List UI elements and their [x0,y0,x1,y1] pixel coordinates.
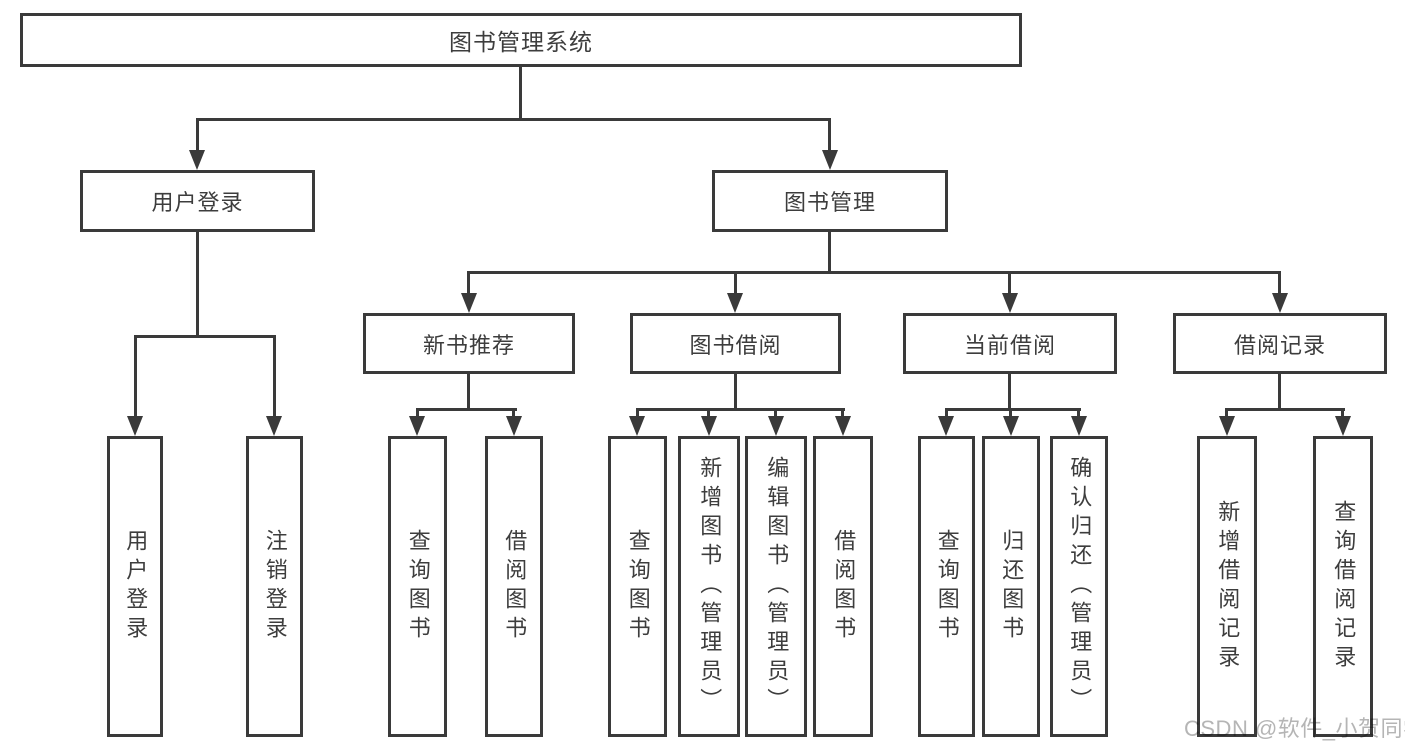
arrow-down-icon [835,416,851,436]
arrow-down-icon [1335,416,1351,436]
arrow-down-icon [189,150,205,170]
leaf-label: 借阅图书 [502,528,528,645]
csdn-watermark: CSDN @软件_小贺同学 [1184,716,1405,741]
connector-user-login-splitter [134,335,276,338]
leaf-logout: 注销登录 [246,436,303,737]
leaf-edit-books-admin: 编辑图书（管理员） [745,436,807,737]
leaf-borrow-books: 借阅图书 [813,436,873,737]
leaf-label: 新增借阅记录 [1215,499,1241,674]
leaf-query-books: 查询图书 [918,436,975,737]
connector-stem [734,374,737,408]
connector-drop [1077,408,1080,418]
node-book-borrow: 图书借阅 [630,313,841,374]
node-book-management: 图书管理 [712,170,948,232]
connector-drop [512,408,515,418]
connector-drop [774,408,777,418]
connector-drop [1009,408,1012,418]
leaf-query-books: 查询图书 [608,436,667,737]
connector-book-mgmt-stem [828,232,831,273]
leaf-label: 查询借阅记录 [1331,499,1357,674]
connector-splitter [1225,408,1345,411]
leaf-query-borrow-record: 查询借阅记录 [1313,436,1373,737]
connector-root-stem [519,67,522,118]
node-root-library-system: 图书管理系统 [20,13,1022,67]
arrow-down-icon [938,416,954,436]
leaf-label: 查询图书 [625,528,651,645]
arrow-down-icon [727,293,743,313]
arrow-down-icon [629,416,645,436]
node-user-login: 用户登录 [80,170,315,232]
connector-splitter [945,408,1081,411]
arrow-down-icon [768,416,784,436]
connector-drop [134,335,137,418]
leaf-label: 注销登录 [262,528,288,645]
arrow-down-icon [127,416,143,436]
connector-stem [467,374,470,408]
leaf-label: 归还图书 [999,528,1025,645]
connector-drop [945,408,948,418]
connector-drop [1008,271,1011,295]
arrow-down-icon [506,416,522,436]
connector-drop [734,271,737,295]
node-current-borrow: 当前借阅 [903,313,1117,374]
arrow-down-icon [1002,293,1018,313]
leaf-confirm-return-admin: 确认归还（管理员） [1050,436,1108,737]
connector-drop [1341,408,1344,418]
connector-book-mgmt-splitter [467,271,1280,274]
arrow-down-icon [266,416,282,436]
arrow-down-icon [461,293,477,313]
connector-user-login-stem [196,232,199,335]
arrow-down-icon [409,416,425,436]
connector-drop [636,408,639,418]
node-new-book-recommend: 新书推荐 [363,313,575,374]
leaf-borrow-books: 借阅图书 [485,436,543,737]
connector-drop [1278,271,1281,295]
leaf-add-borrow-record: 新增借阅记录 [1197,436,1257,737]
leaf-return-books: 归还图书 [982,436,1040,737]
arrow-down-icon [1003,416,1019,436]
leaf-label: 用户登录 [123,528,149,645]
node-borrow-records: 借阅记录 [1173,313,1387,374]
connector-splitter [636,408,845,411]
leaf-label: 查询图书 [405,528,431,645]
connector-drop [707,408,710,418]
leaf-user-login: 用户登录 [107,436,163,737]
connector-drop-user-login [196,118,199,152]
leaf-query-books: 查询图书 [388,436,447,737]
connector-drop [467,271,470,295]
arrow-down-icon [1219,416,1235,436]
leaf-label: 新增图书（管理员） [697,456,723,717]
connector-drop [273,335,276,418]
arrow-down-icon [701,416,717,436]
connector-drop [1225,408,1228,418]
connector-stem [1278,374,1281,408]
connector-root-splitter [196,118,831,121]
connector-stem [1008,374,1011,408]
leaf-label: 确认归还（管理员） [1067,456,1093,717]
connector-drop-book-mgmt [828,118,831,152]
arrow-down-icon [1071,416,1087,436]
leaf-add-books-admin: 新增图书（管理员） [678,436,740,737]
connector-splitter [416,408,517,411]
arrow-down-icon [822,150,838,170]
connector-drop [841,408,844,418]
leaf-label: 查询图书 [934,528,960,645]
leaf-label: 编辑图书（管理员） [764,456,790,717]
connector-drop [416,408,419,418]
arrow-down-icon [1272,293,1288,313]
leaf-label: 借阅图书 [831,528,857,645]
